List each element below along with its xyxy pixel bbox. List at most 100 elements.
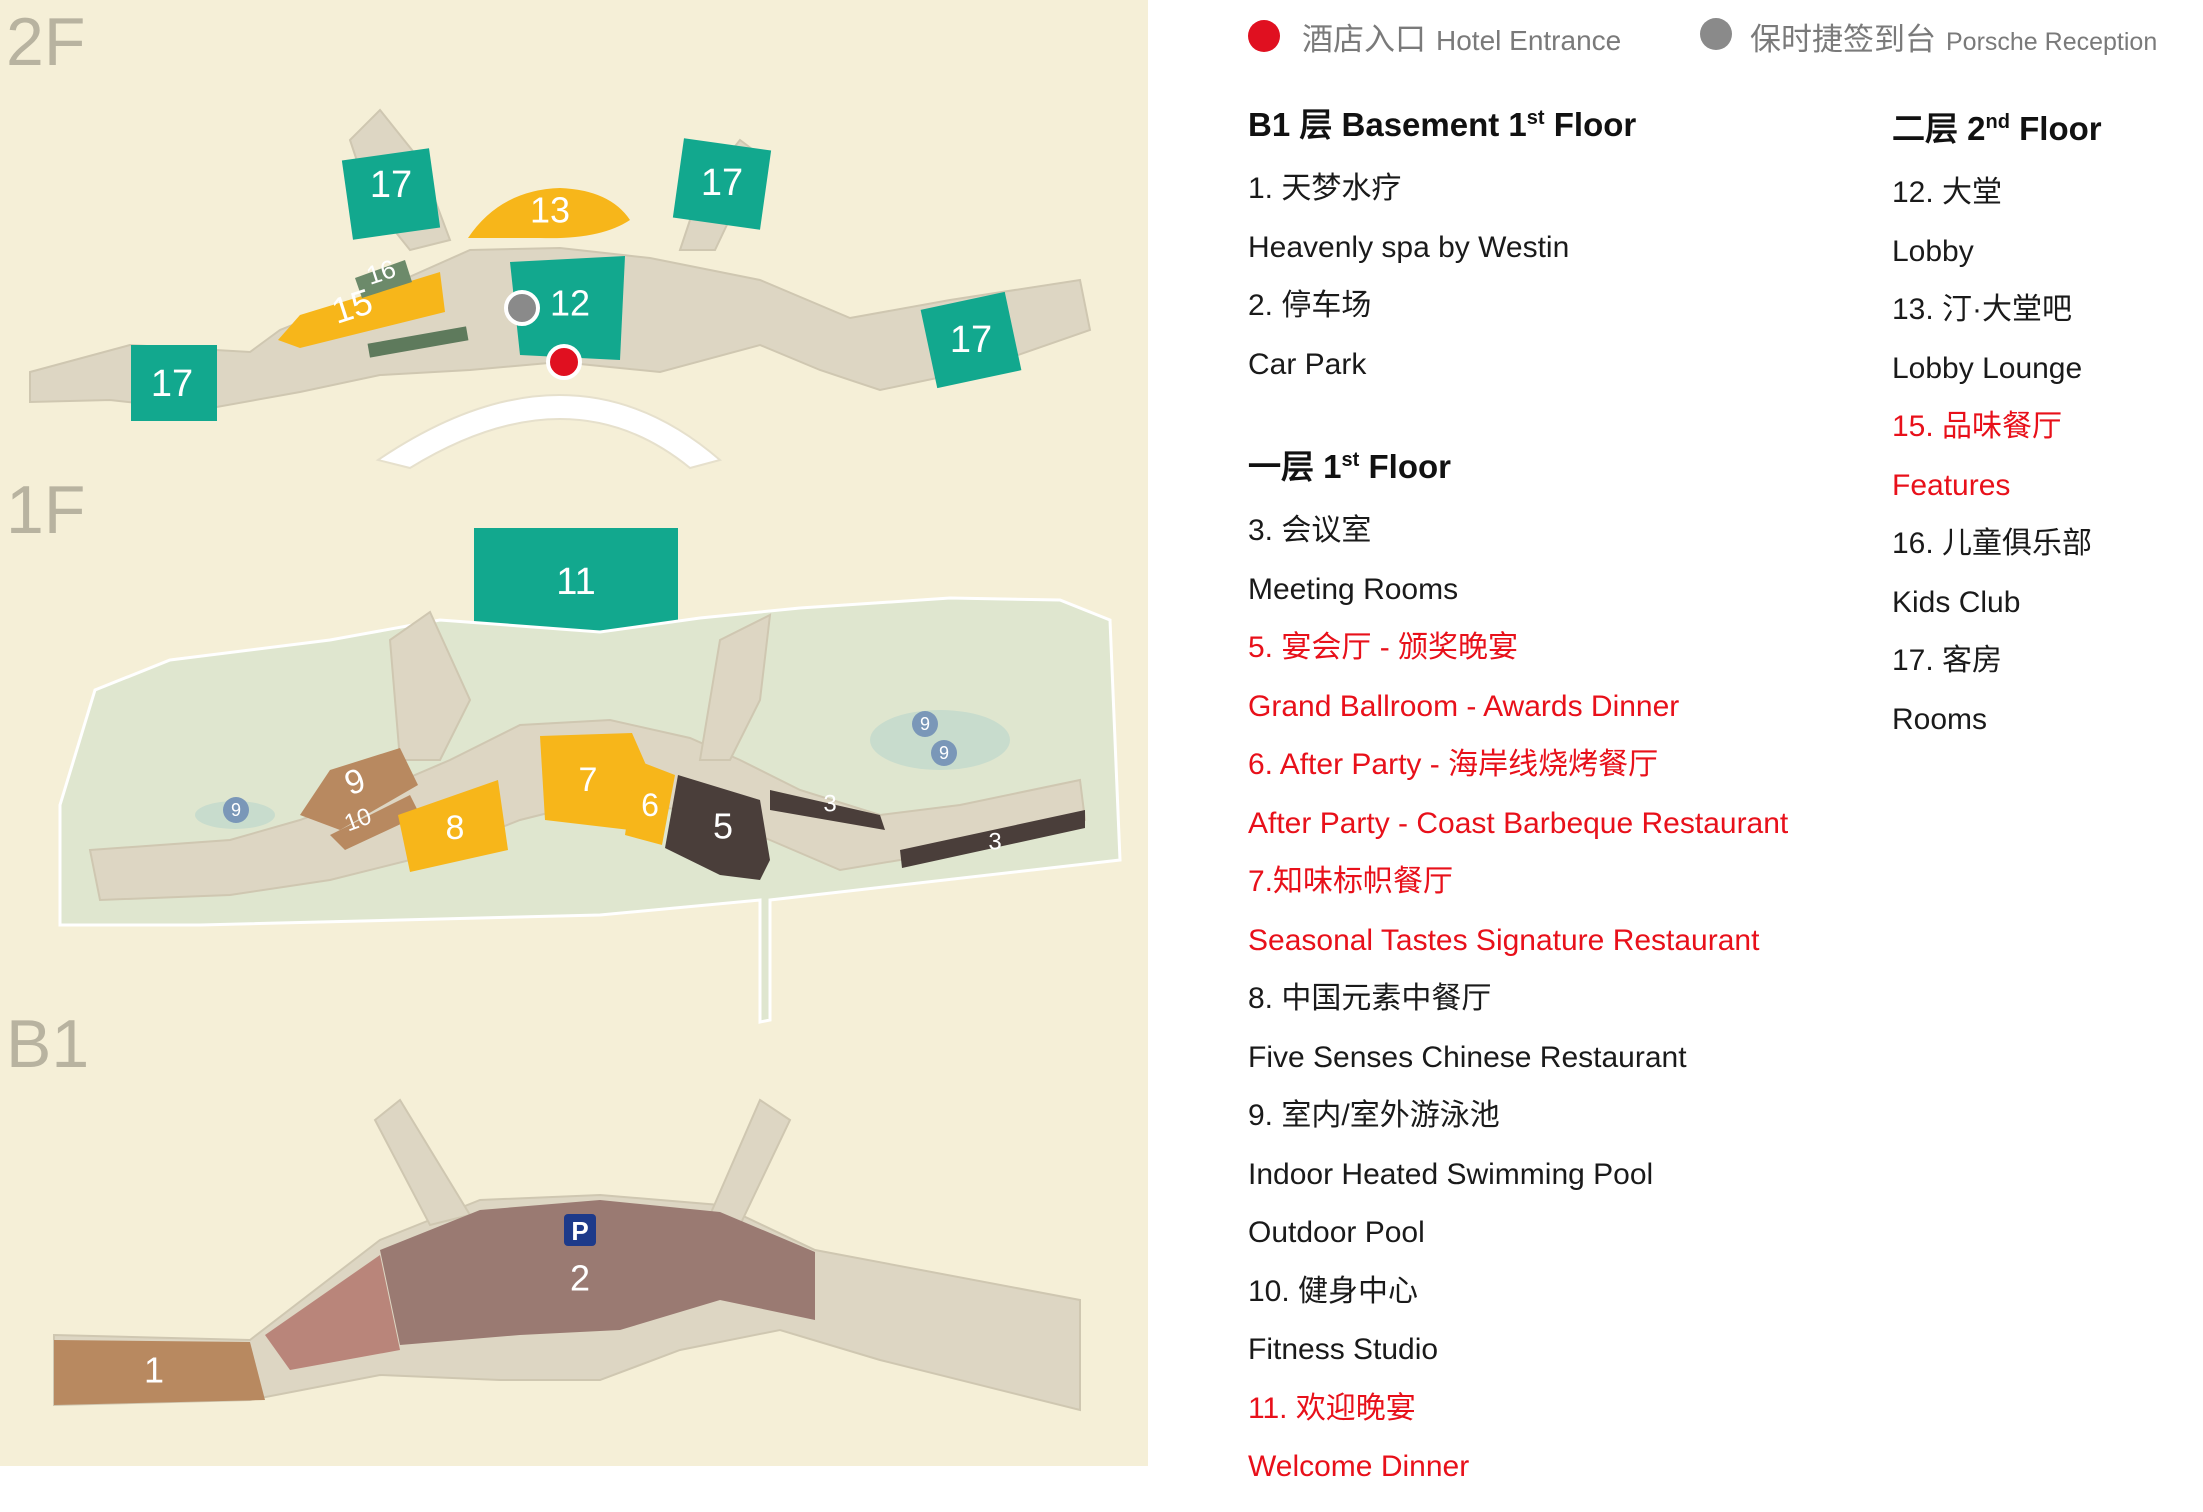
hotel-entrance-dot-icon	[1248, 20, 1280, 52]
second-floor-entry: Kids Club	[1892, 585, 2021, 619]
map-spa-1[interactable]	[54, 1340, 265, 1405]
map-room-17-a[interactable]	[341, 148, 441, 240]
first-floor-entry: 9. 室内/室外游泳池	[1248, 1099, 1500, 1132]
map-label-17-b: 17	[701, 162, 743, 204]
first-floor-wing-left	[388, 610, 472, 761]
floor-map-panel: 17 17 17 17 13 12 15 16	[0, 0, 1148, 1466]
first-floor-entry: Fitness Studio	[1248, 1333, 1439, 1366]
first-floor-entry: 5. 宴会厅 - 颁奖晚宴	[1248, 631, 1519, 664]
map-welcome-dinner-11[interactable]	[474, 528, 678, 636]
legend-hotel-entrance: 酒店入口 Hotel Entrance	[1302, 14, 1621, 59]
pool-marker-left[interactable]	[223, 797, 249, 823]
map-label-12: 12	[550, 283, 590, 324]
basement-heading: B1 层 Basement 1st Floor	[1248, 106, 1637, 143]
map-label-17-c: 17	[151, 363, 193, 405]
pool-marker-right-2[interactable]	[931, 740, 957, 766]
first-floor-entry: After Party - Coast Barbeque Restaurant	[1248, 806, 1789, 840]
map-label-13: 13	[530, 190, 570, 231]
map-lobby-lounge-13[interactable]	[468, 188, 630, 239]
map-pool-block-9[interactable]	[300, 748, 418, 830]
first-floor-entry: Five Senses Chinese Restaurant	[1248, 1040, 1687, 1074]
map-ballroom-5[interactable]	[665, 775, 770, 880]
map-kids-club-16[interactable]	[355, 260, 412, 298]
second-floor-heading: 二层 2nd Floor	[1892, 110, 2102, 147]
first-floor-list: 3. 会议室 Meeting Rooms 5. 宴会厅 - 颁奖晚宴 Grand Ba…	[1248, 502, 1808, 1497]
floor-label-b1: B1	[6, 1006, 90, 1082]
map-room-17-c[interactable]	[131, 345, 217, 421]
second-floor-entry: Lobby Lounge	[1892, 351, 2083, 385]
map-seasonal-tastes-7[interactable]	[540, 733, 646, 830]
map-label-3-a: 3	[823, 791, 836, 818]
parking-sign	[564, 1214, 596, 1246]
first-floor-entry: 11. 欢迎晚宴	[1248, 1391, 1416, 1425]
first-floor-heading: 一层 1st Floor	[1248, 448, 1451, 485]
second-floor-entry: 13. 汀·大堂吧	[1892, 293, 2073, 326]
map-five-senses-8[interactable]	[398, 780, 508, 872]
second-floor-plan: 17 17 17 17 13 12 15 16	[29, 108, 1092, 470]
first-floor-entry: Seasonal Tastes Signature Restaurant	[1248, 923, 1760, 957]
first-floor-wing-right	[698, 613, 772, 761]
first-floor-entry: 10. 健身中心	[1248, 1274, 1419, 1308]
first-floor-entry: 6. After Party - 海岸线烧烤餐厅	[1248, 748, 1659, 781]
map-label-9-left: 9	[231, 800, 241, 820]
map-room-17-d[interactable]	[920, 291, 1022, 389]
first-floor-entry: Outdoor Pool	[1248, 1216, 1425, 1249]
first-floor-entry: Meeting Rooms	[1248, 572, 1459, 606]
basement-entry: Heavenly spa by Westin	[1248, 230, 1570, 264]
hotel-entrance-marker[interactable]	[546, 344, 582, 380]
legend-porsche-reception-en: Porsche Reception	[1946, 28, 2158, 56]
map-label-9-right-1: 9	[920, 714, 930, 734]
map-meeting-rooms-3-a[interactable]	[770, 790, 885, 830]
second-floor-entry: 16. 儿童俱乐部	[1892, 527, 2093, 560]
legend-hotel-entrance-en: Hotel Entrance	[1436, 25, 1622, 56]
map-label-8: 8	[446, 809, 465, 847]
pool-area-right	[870, 710, 1010, 770]
map-label-7: 7	[579, 761, 598, 799]
map-label-5: 5	[713, 806, 733, 847]
map-label-3-b: 3	[988, 829, 1001, 856]
map-room-17-b[interactable]	[672, 138, 772, 230]
first-floor-plan: 11 9 10 8 7 6 5 3 3 9 9 9	[58, 528, 1122, 1024]
first-floor-entry: Grand Ballroom - Awards Dinner	[1248, 689, 1680, 723]
floor-map-drawing: 17 17 17 17 13 12 15 16	[29, 108, 1122, 1412]
basement-entry: 1. 天梦水疗	[1248, 172, 1402, 205]
basement-entry: Car Park	[1248, 347, 1367, 381]
map-car-park-2[interactable]	[380, 1200, 815, 1345]
map-car-park-ramp	[265, 1255, 400, 1370]
first-floor-entry: Welcome Dinner	[1248, 1450, 1470, 1483]
porsche-reception-marker[interactable]	[504, 290, 540, 326]
first-floor-entry: 8. 中国元素中餐厅	[1248, 982, 1492, 1015]
second-floor-entry: Features	[1892, 468, 2011, 502]
map-lobby-12[interactable]	[510, 256, 625, 360]
legend-hotel-entrance-cn: 酒店入口	[1302, 22, 1426, 57]
floor-label-1f: 1F	[6, 472, 86, 548]
floor-label-2f: 2F	[6, 4, 86, 80]
legend-left-column: B1 层 Basement 1st Floor 1. 天梦水疗 Heavenly …	[1248, 98, 1808, 1497]
map-features-15[interactable]	[278, 272, 445, 348]
legend-panel: 酒店入口 Hotel Entrance 保时捷签到台 Porsche Recepti…	[1148, 0, 2203, 1512]
porsche-reception-dot-icon	[1700, 18, 1732, 50]
first-floor-entry: Indoor Heated Swimming Pool	[1248, 1157, 1654, 1191]
basement-wing-right	[708, 1098, 792, 1227]
map-label-17-a: 17	[370, 164, 412, 206]
basement-plan: P 2 1	[53, 1098, 1081, 1412]
first-floor-entry: 7.知味标帜餐厅	[1248, 865, 1454, 898]
driveway-arc	[375, 394, 723, 470]
map-label-9-right-2: 9	[939, 743, 949, 763]
second-floor-entry: 12. 大堂	[1892, 176, 2003, 209]
map-fitness-block-10[interactable]	[330, 795, 420, 850]
map-label-1: 1	[144, 1350, 164, 1391]
map-after-party-6[interactable]	[625, 760, 675, 845]
pool-marker-right-1[interactable]	[912, 711, 938, 737]
second-floor-entry: Rooms	[1892, 702, 1988, 736]
basement-wing-left	[373, 1098, 472, 1227]
basement-entry: 2. 停车场	[1248, 289, 1372, 322]
legend-porsche-reception-cn: 保时捷签到台	[1750, 22, 1936, 57]
map-meeting-rooms-3-b[interactable]	[900, 810, 1085, 868]
map-dark-strip-2f	[367, 326, 469, 358]
map-label-2: 2	[570, 1258, 590, 1299]
map-label-6: 6	[641, 787, 659, 823]
first-floor-entry: 3. 会议室	[1248, 514, 1372, 547]
